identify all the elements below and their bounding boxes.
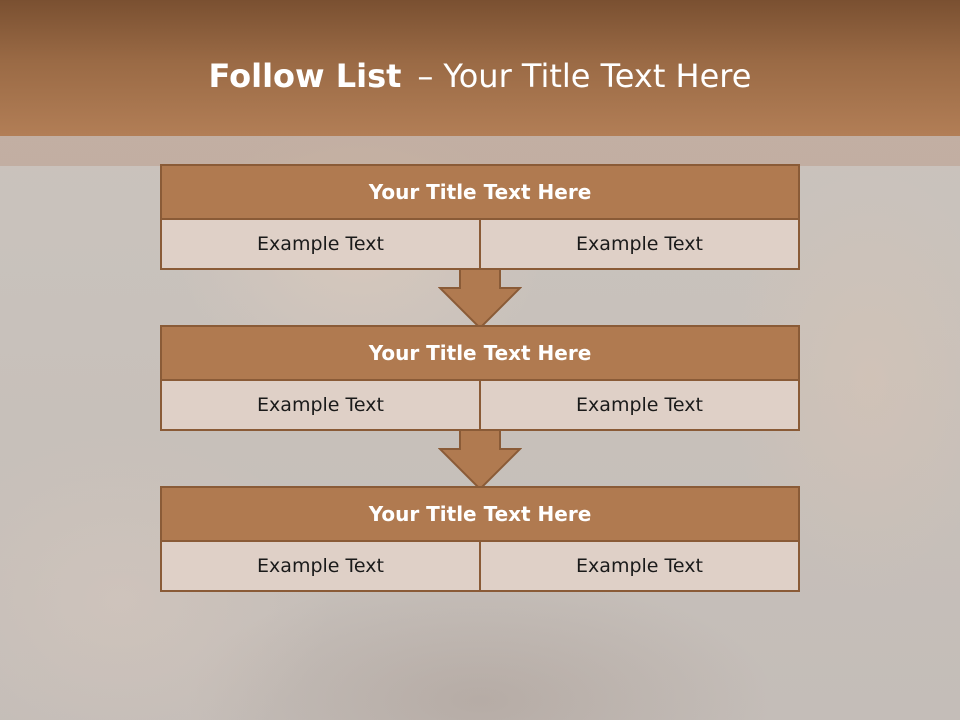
block-row: Example Text Example Text [160, 220, 800, 270]
header-bar [0, 0, 960, 136]
block-title: Your Title Text Here [160, 325, 800, 381]
down-arrow-icon [438, 268, 522, 330]
down-arrow-icon [438, 429, 522, 491]
block-row: Example Text Example Text [160, 381, 800, 431]
block-cell-left: Example Text [160, 542, 481, 592]
block-title: Your Title Text Here [160, 486, 800, 542]
follow-block-2: Your Title Text Here Example Text Exampl… [160, 325, 800, 431]
block-cell-left: Example Text [160, 220, 481, 270]
block-title: Your Title Text Here [160, 164, 800, 220]
follow-block-3: Your Title Text Here Example Text Exampl… [160, 486, 800, 592]
block-cell-left: Example Text [160, 381, 481, 431]
follow-block-1: Your Title Text Here Example Text Exampl… [160, 164, 800, 270]
header-strip [0, 136, 960, 166]
page-title-bold: Follow List [208, 57, 402, 95]
block-row: Example Text Example Text [160, 542, 800, 592]
page-title-dash: – [417, 57, 434, 95]
page-title-rest: Your Title Text Here [443, 57, 752, 95]
block-cell-right: Example Text [481, 381, 800, 431]
block-cell-right: Example Text [481, 542, 800, 592]
page-title: Follow List–Your Title Text Here [0, 56, 960, 96]
block-cell-right: Example Text [481, 220, 800, 270]
